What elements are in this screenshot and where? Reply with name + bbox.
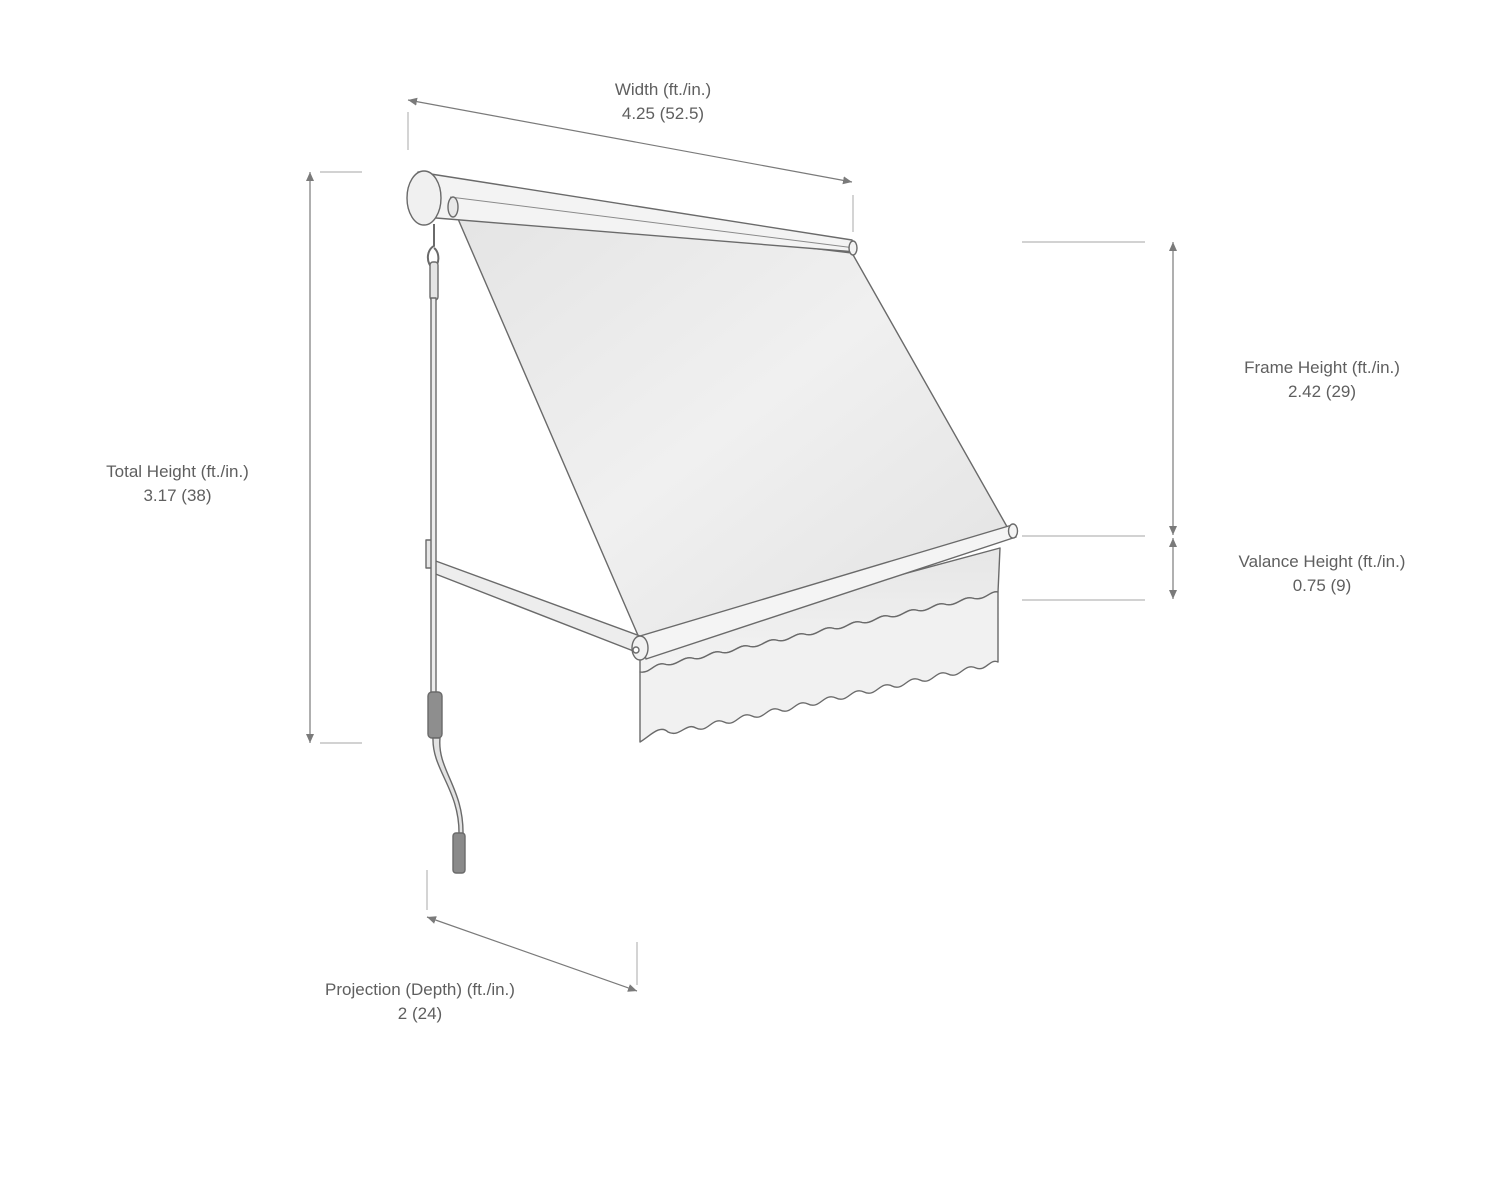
awning-illustration xyxy=(406,170,1019,874)
projection-dimension-line xyxy=(426,916,638,992)
crank-handle-grip xyxy=(452,832,466,874)
width-title: Width (ft./in.) xyxy=(614,80,712,99)
crank-handle xyxy=(432,737,464,836)
valance-height-title: Valance Height (ft./in.) xyxy=(1238,552,1406,571)
frame-height-value: 2.42 (29) xyxy=(1287,382,1357,401)
valance-height-value: 0.75 (9) xyxy=(1292,576,1352,595)
total-height-label: Total Height (ft./in.) 3.17 (38) xyxy=(70,460,285,508)
width-value: 4.25 (52.5) xyxy=(621,104,705,123)
side-arm xyxy=(432,559,641,653)
valance-lower-edge xyxy=(639,591,999,743)
valance-height-label: Valance Height (ft./in.) 0.75 (9) xyxy=(1222,550,1422,598)
head-rail-end-cap xyxy=(406,170,442,226)
projection-label: Projection (Depth) (ft./in.) 2 (24) xyxy=(290,978,550,1026)
projection-value: 2 (24) xyxy=(397,1004,443,1023)
width-dimension-line xyxy=(407,97,853,185)
crank-grip xyxy=(427,691,443,739)
total-height-value: 3.17 (38) xyxy=(143,486,212,505)
front-roller-cap xyxy=(631,635,649,661)
frame-height-label: Frame Height (ft./in.) 2.42 (29) xyxy=(1222,356,1422,404)
width-label: Width (ft./in.) 4.25 (52.5) xyxy=(563,78,763,126)
frame-height-title: Frame Height (ft./in.) xyxy=(1244,358,1400,377)
dimension-lines xyxy=(306,97,1177,992)
crank-rod xyxy=(430,297,437,694)
total-height-title: Total Height (ft./in.) xyxy=(106,462,249,481)
projection-title: Projection (Depth) (ft./in.) xyxy=(325,980,515,999)
